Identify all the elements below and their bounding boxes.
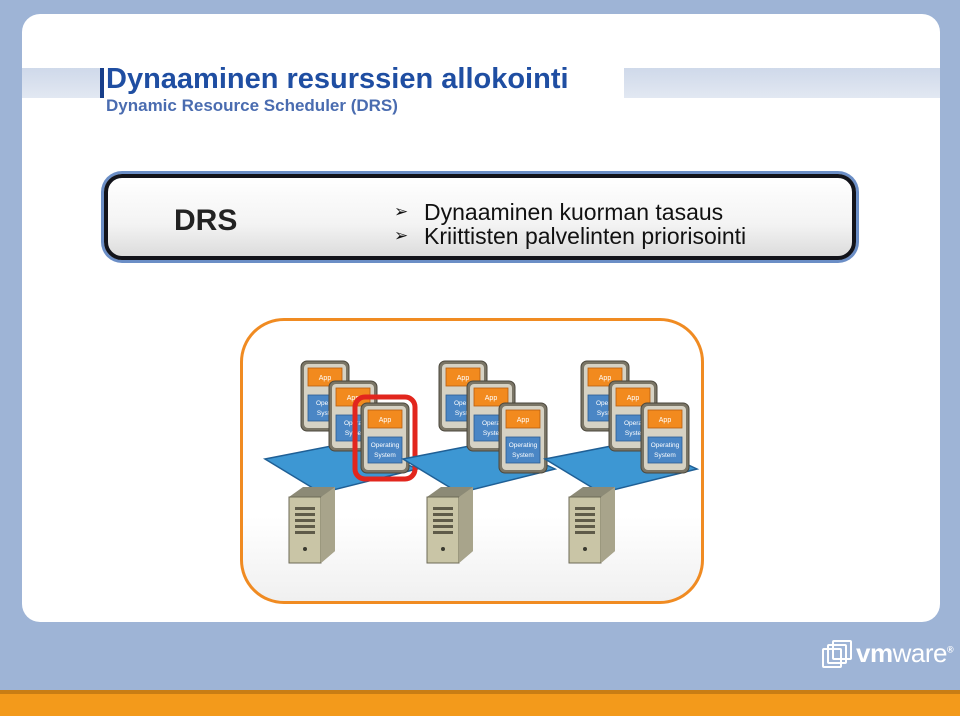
drs-label: DRS xyxy=(174,204,238,237)
svg-text:System: System xyxy=(374,452,396,459)
title-backdrop xyxy=(100,64,624,104)
svg-text:Opera: Opera xyxy=(454,400,472,407)
server-icon xyxy=(426,487,473,564)
svg-text:Syste: Syste xyxy=(597,410,614,417)
bullet-item: ➢ Dynaaminen kuorman tasaus xyxy=(394,200,746,224)
bullet-item: ➢ Kriittisten palvelinten priorisointi xyxy=(394,224,746,248)
svg-text:Opera: Opera xyxy=(624,420,642,427)
svg-text:Operating: Operating xyxy=(509,442,538,449)
svg-text:Syste: Syste xyxy=(317,410,334,417)
footer-bar xyxy=(0,694,960,716)
svg-text:Operating: Operating xyxy=(371,442,400,449)
cluster-illustration: AppOperaSysteAppOperaSysteAppOperatingSy… xyxy=(262,360,700,564)
svg-text:App: App xyxy=(517,417,530,424)
svg-text:Opera: Opera xyxy=(596,400,614,407)
svg-text:Syste: Syste xyxy=(625,430,642,437)
vmware-logo-text: vmware® xyxy=(856,638,954,668)
slide-title: Dynaaminen resurssien allokointi xyxy=(106,63,569,95)
arrow-bullet-icon: ➢ xyxy=(394,202,409,221)
vmware-logo: vmware® xyxy=(822,638,954,669)
svg-text:App: App xyxy=(485,395,498,402)
slide-subtitle: Dynamic Resource Scheduler (DRS) xyxy=(106,96,398,115)
vmware-logo-mark-icon xyxy=(822,639,852,668)
svg-text:App: App xyxy=(627,395,640,402)
svg-text:Opera: Opera xyxy=(316,400,334,407)
svg-text:App: App xyxy=(379,417,392,424)
server-icon xyxy=(568,487,615,564)
svg-text:App: App xyxy=(659,417,672,424)
svg-text:Opera: Opera xyxy=(482,420,500,427)
title-accent-bar xyxy=(100,68,104,98)
arrow-bullet-icon: ➢ xyxy=(394,226,409,245)
svg-text:App: App xyxy=(319,375,332,382)
svg-text:Operating: Operating xyxy=(651,442,680,449)
svg-text:App: App xyxy=(457,375,470,382)
svg-text:App: App xyxy=(599,375,612,382)
svg-text:Syste: Syste xyxy=(455,410,472,417)
footer-divider xyxy=(0,690,960,694)
bullet-text: Kriittisten palvelinten priorisointi xyxy=(424,223,747,249)
svg-text:App: App xyxy=(347,395,360,402)
drs-bullet-list: ➢ Dynaaminen kuorman tasaus ➢ Kriittiste… xyxy=(394,200,746,248)
svg-text:System: System xyxy=(654,452,676,459)
slide: Dynaaminen resurssien allokointi Dynamic… xyxy=(22,14,940,622)
svg-text:Syste: Syste xyxy=(483,430,500,437)
svg-text:System: System xyxy=(512,452,534,459)
server-icon xyxy=(288,487,335,564)
bullet-text: Dynaaminen kuorman tasaus xyxy=(424,199,724,225)
drs-callout-box: DRS ➢ Dynaaminen kuorman tasaus ➢ Kriitt… xyxy=(104,174,856,260)
